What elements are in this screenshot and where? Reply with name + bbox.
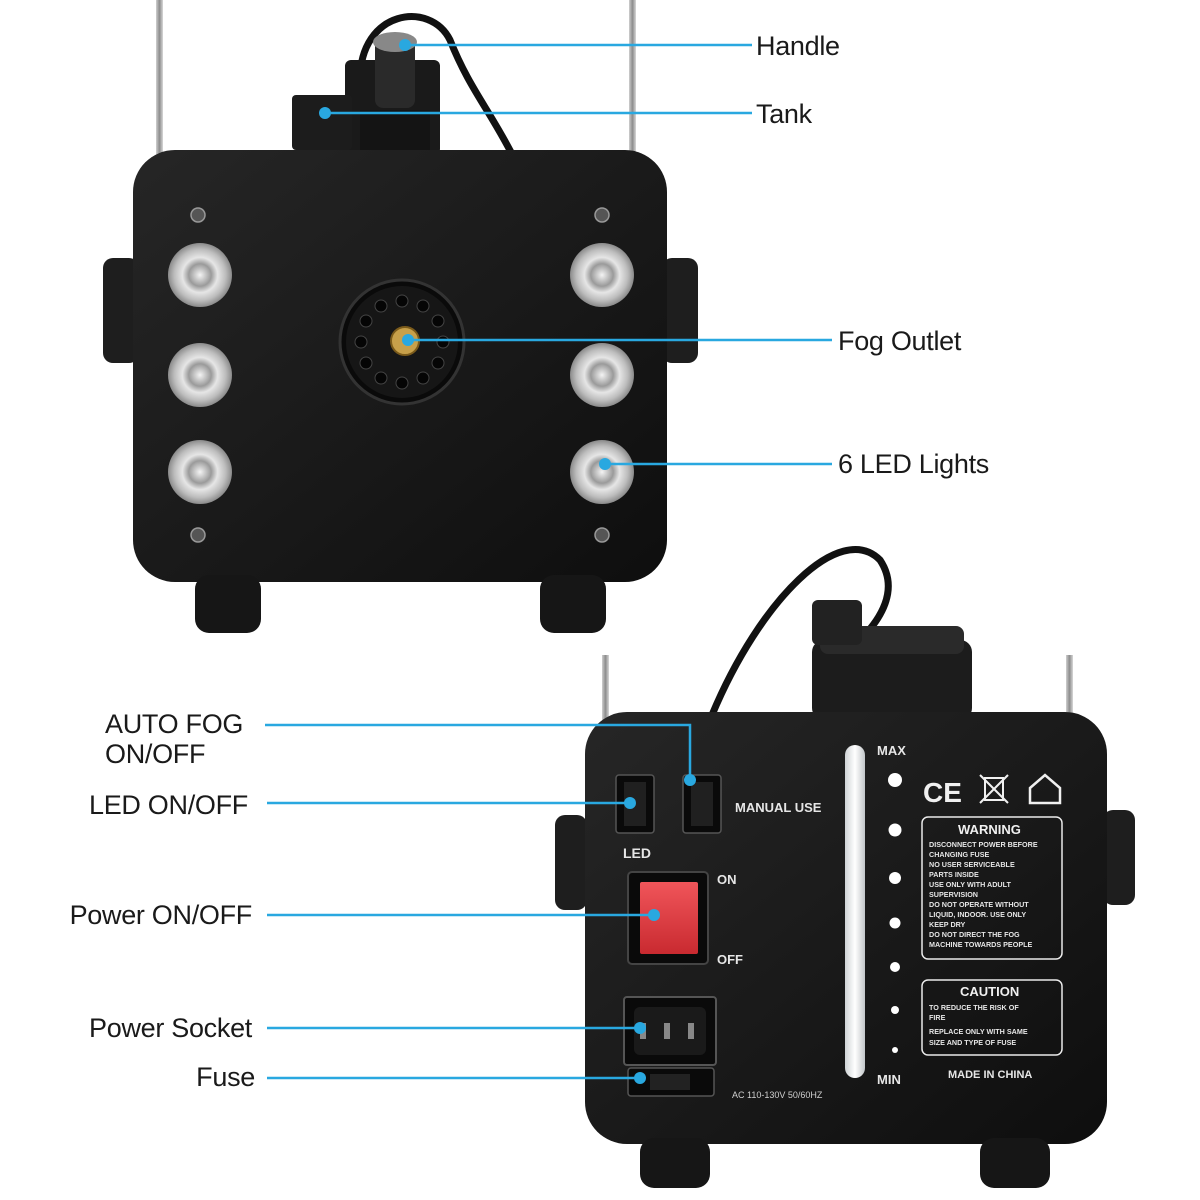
front-foot-left	[195, 575, 261, 633]
back-foot-left	[640, 1138, 710, 1188]
back-side-knob-left	[555, 815, 587, 910]
warning-title: WARNING	[958, 822, 1021, 837]
back-unit: LED MANUAL USE ON OFF AC 110-130V 50/60H…	[555, 546, 1135, 1188]
callout-label-power-socket: Power Socket	[89, 1013, 252, 1043]
warning-lines: DISCONNECT POWER BEFORE CHANGING FUSE NO…	[929, 840, 1038, 949]
power-on-label: ON	[717, 872, 737, 887]
caution-box	[921, 979, 1063, 1056]
fluid-min-label: MIN	[877, 1072, 901, 1087]
back-handle-bar-left	[602, 655, 609, 745]
warning-line: CHANGING FUSE	[929, 850, 990, 859]
led-light	[168, 243, 232, 307]
warning-line: KEEP DRY	[929, 920, 966, 929]
fog-outlet-nozzle	[338, 278, 466, 406]
warning-line: SUPERVISION	[929, 890, 978, 899]
front-power-cord	[356, 13, 519, 162]
back-side-knob-right	[1103, 810, 1135, 905]
manual-use-label: MANUAL USE	[735, 800, 822, 815]
warning-line: NO USER SERVICEABLE	[929, 860, 1015, 869]
caution-title: CAUTION	[960, 984, 1019, 999]
indoor-use-icon	[1028, 773, 1062, 805]
callout-dots	[319, 39, 696, 1084]
callout-line-auto-fog	[265, 723, 692, 780]
fluid-level-dots	[888, 773, 902, 1053]
warning-box	[921, 816, 1063, 960]
warning-line: DISCONNECT POWER BEFORE	[929, 840, 1038, 849]
screw	[190, 527, 206, 543]
led-light	[168, 440, 232, 504]
back-power-cord	[708, 546, 892, 717]
callout-label-handle: Handle	[756, 31, 840, 61]
power-switch[interactable]	[640, 882, 698, 954]
front-unit	[103, 0, 698, 633]
screw	[594, 207, 610, 223]
callout-label-auto-fog: AUTO FOG ON/OFF	[105, 709, 243, 769]
callout-label-power-switch: Power ON/OFF	[69, 900, 253, 930]
ce-mark: CE	[923, 777, 962, 808]
callout-label-fog-outlet: Fog Outlet	[838, 326, 962, 356]
warning-line: PARTS INSIDE	[929, 870, 979, 879]
callout-label-tank: Tank	[756, 99, 812, 129]
caution-line: REPLACE ONLY WITH SAME	[929, 1027, 1028, 1036]
warning-line: DO NOT DIRECT THE FOG	[929, 930, 1020, 939]
back-handle-bar-right	[1066, 655, 1073, 745]
led-switch-label: LED	[623, 845, 651, 861]
warning-line: USE ONLY WITH ADULT	[929, 880, 1011, 889]
voltage-label: AC 110-130V 50/60HZ	[732, 1090, 823, 1100]
warning-line: LIQUID, INDOOR. USE ONLY	[929, 910, 1026, 919]
power-off-label: OFF	[717, 952, 743, 967]
warning-line: MACHINE TOWARDS PEOPLE	[929, 940, 1033, 949]
front-side-knob-left	[103, 258, 139, 363]
callout-label-auto-fog-line2: ON/OFF	[105, 739, 206, 769]
caution-line: TO REDUCE THE RISK OF	[929, 1003, 1019, 1012]
fluid-max-label: MAX	[877, 743, 906, 758]
screw	[594, 527, 610, 543]
led-light	[570, 343, 634, 407]
front-handle-bar-right	[629, 0, 636, 170]
callout-label-auto-fog-line1: AUTO FOG	[105, 709, 244, 739]
callout-lines	[265, 43, 832, 1080]
led-light	[570, 440, 634, 504]
caution-line: FIRE	[929, 1013, 946, 1022]
front-tank-handle	[292, 32, 440, 160]
callout-label-fuse: Fuse	[196, 1062, 255, 1092]
weee-bin-icon	[979, 774, 1009, 804]
screw	[190, 207, 206, 223]
led-light	[570, 243, 634, 307]
made-in-label: MADE IN CHINA	[948, 1069, 1032, 1081]
front-side-knob-right	[662, 258, 698, 363]
led-light	[168, 343, 232, 407]
front-foot-right	[540, 575, 606, 633]
led-lights	[168, 243, 634, 504]
back-foot-right	[980, 1138, 1050, 1188]
warning-line: DO NOT OPERATE WITHOUT	[929, 900, 1029, 909]
back-tank-cap	[812, 600, 972, 720]
fluid-level-tube	[845, 745, 865, 1078]
callout-label-led-switch: LED ON/OFF	[88, 790, 248, 820]
front-handle-bar-left	[156, 0, 163, 170]
callout-label-led-lights: 6 LED Lights	[838, 449, 989, 479]
caution-line: SIZE AND TYPE OF FUSE	[929, 1038, 1016, 1047]
caution-lines: TO REDUCE THE RISK OF FIRE REPLACE ONLY …	[929, 1003, 1028, 1047]
